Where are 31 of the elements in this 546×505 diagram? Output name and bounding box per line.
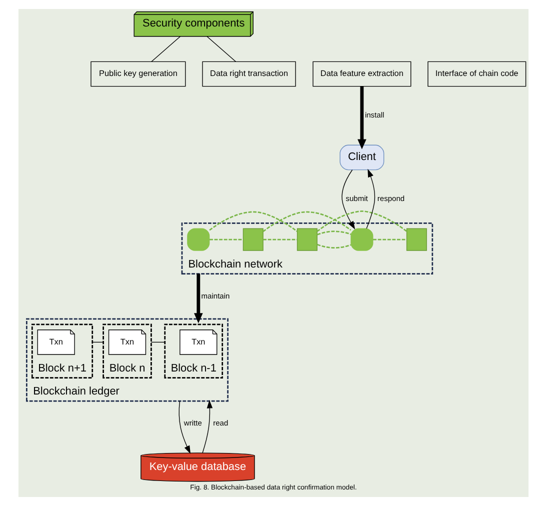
node-box: Client bbox=[339, 144, 384, 170]
node-box bbox=[350, 228, 373, 250]
edge-label: read bbox=[212, 418, 228, 428]
connector bbox=[150, 36, 180, 62]
connector bbox=[372, 238, 406, 240]
connector bbox=[316, 210, 407, 232]
node-box bbox=[406, 228, 426, 250]
arrow bbox=[202, 400, 212, 453]
edge-label: maintain bbox=[200, 290, 230, 300]
connector bbox=[262, 210, 351, 232]
edge-label: respond bbox=[376, 194, 404, 203]
connector bbox=[262, 238, 297, 240]
connector bbox=[209, 238, 242, 240]
connector bbox=[92, 341, 104, 342]
arrow bbox=[357, 86, 366, 149]
connector bbox=[150, 341, 165, 342]
edge-label: install bbox=[364, 110, 384, 120]
connector bbox=[208, 210, 298, 232]
connector bbox=[316, 230, 351, 235]
node-box bbox=[186, 228, 210, 250]
connector bbox=[316, 243, 351, 248]
arrow bbox=[178, 400, 190, 454]
arrow bbox=[341, 169, 355, 229]
node-box bbox=[242, 228, 263, 250]
edge-label: writte bbox=[183, 418, 202, 428]
arrow bbox=[366, 168, 375, 228]
edge-label: submit bbox=[345, 194, 368, 203]
cluster: Blockchain network bbox=[180, 222, 433, 274]
node-box bbox=[296, 228, 317, 250]
connector bbox=[206, 36, 236, 62]
arrow bbox=[194, 273, 202, 323]
